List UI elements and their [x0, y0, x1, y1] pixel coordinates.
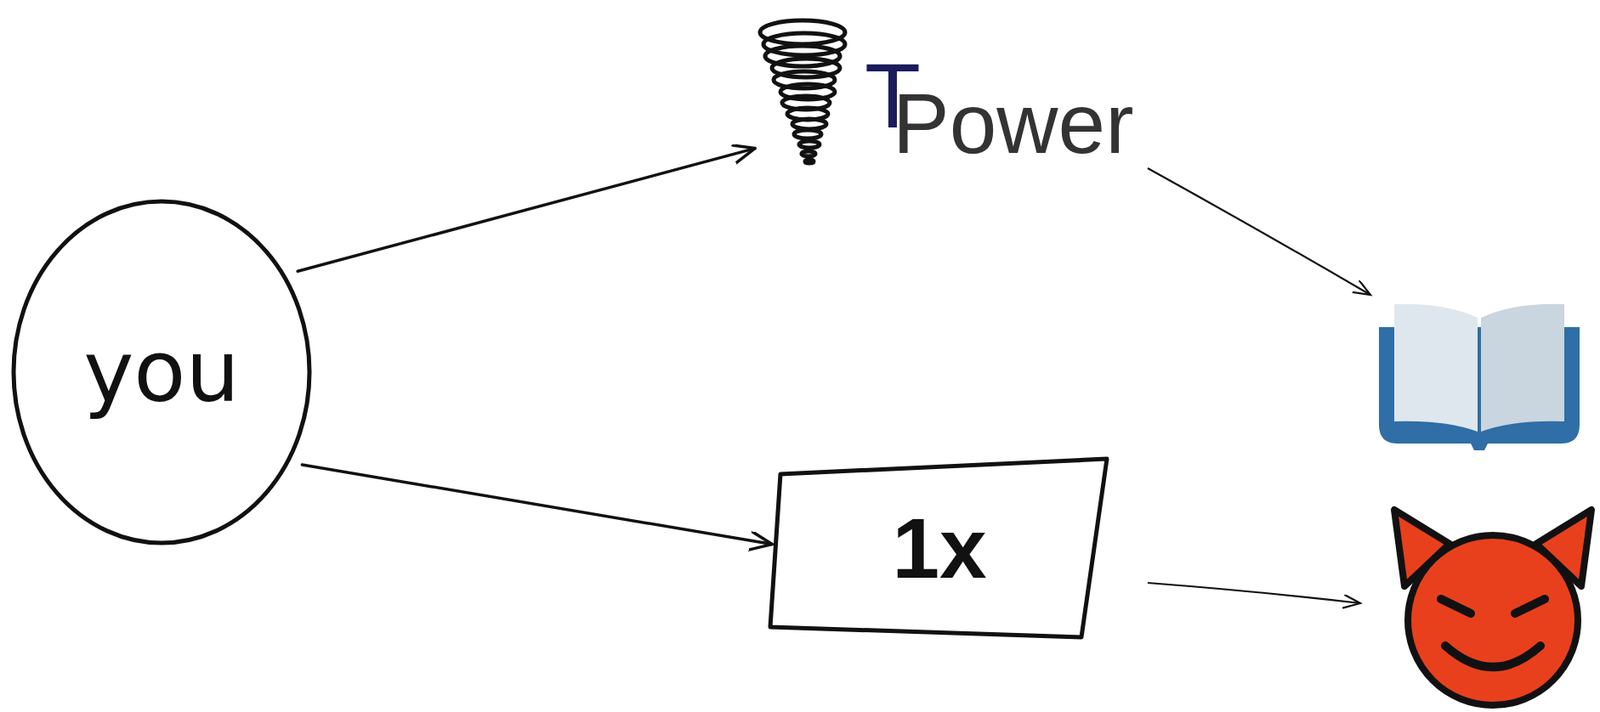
- start-circle: you: [11, 198, 313, 546]
- power-node: Power: [754, 15, 847, 169]
- arrow-line: [1147, 583, 1361, 604]
- node-text: 1x: [891, 505, 987, 591]
- arrow-line: [1147, 168, 1371, 296]
- flow-arrow: [301, 465, 772, 545]
- stray-letter: T: [864, 50, 921, 142]
- tornado-icon: [760, 20, 846, 164]
- node-text: you: [83, 329, 240, 415]
- book-icon: [1378, 304, 1580, 451]
- multiplier-box: 1x: [765, 454, 1114, 642]
- node-text: Power: [892, 80, 1134, 166]
- devil-icon: [1394, 510, 1592, 706]
- flow-arrow: [297, 148, 755, 273]
